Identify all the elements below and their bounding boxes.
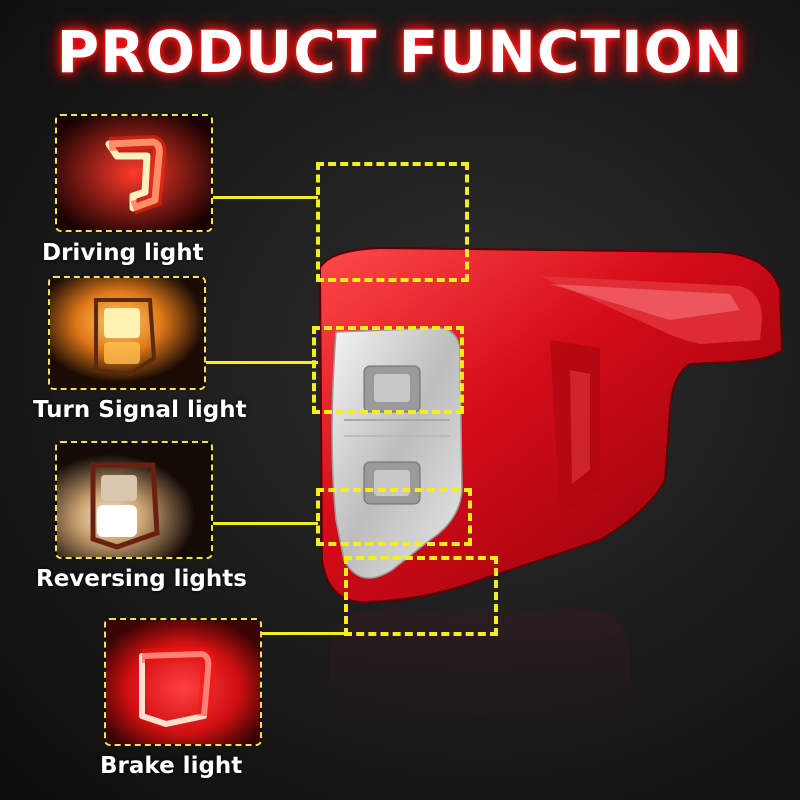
caption-turn-signal-light: Turn Signal light (33, 397, 247, 423)
turn-signal-light-photo-icon (50, 278, 204, 388)
caption-brake-light: Brake light (100, 753, 243, 779)
thumb-driving-light (55, 114, 213, 232)
caption-reversing-light: Reversing lights (36, 566, 247, 592)
lamp-reflection (330, 610, 630, 730)
highlight-turn-signal-light (312, 326, 464, 414)
connector-driving-light (213, 196, 318, 199)
thumb-reversing-light (55, 441, 213, 559)
thumb-turn-signal-light (48, 276, 206, 390)
page-title: PRODUCT FUNCTION (56, 18, 744, 86)
connector-turn-signal-light (206, 361, 318, 364)
highlight-reversing-light (316, 488, 472, 546)
brake-light-photo-icon (106, 620, 260, 744)
driving-light-photo-icon (57, 116, 211, 230)
connector-brake-light (262, 632, 346, 635)
connector-reversing-light (213, 522, 318, 525)
reversing-light-photo-icon (57, 443, 211, 557)
highlight-brake-light (344, 556, 498, 636)
highlight-driving-light (316, 162, 469, 282)
caption-driving-light: Driving light (42, 240, 204, 266)
thumb-brake-light (104, 618, 262, 746)
tail-lamp-image (318, 246, 784, 604)
